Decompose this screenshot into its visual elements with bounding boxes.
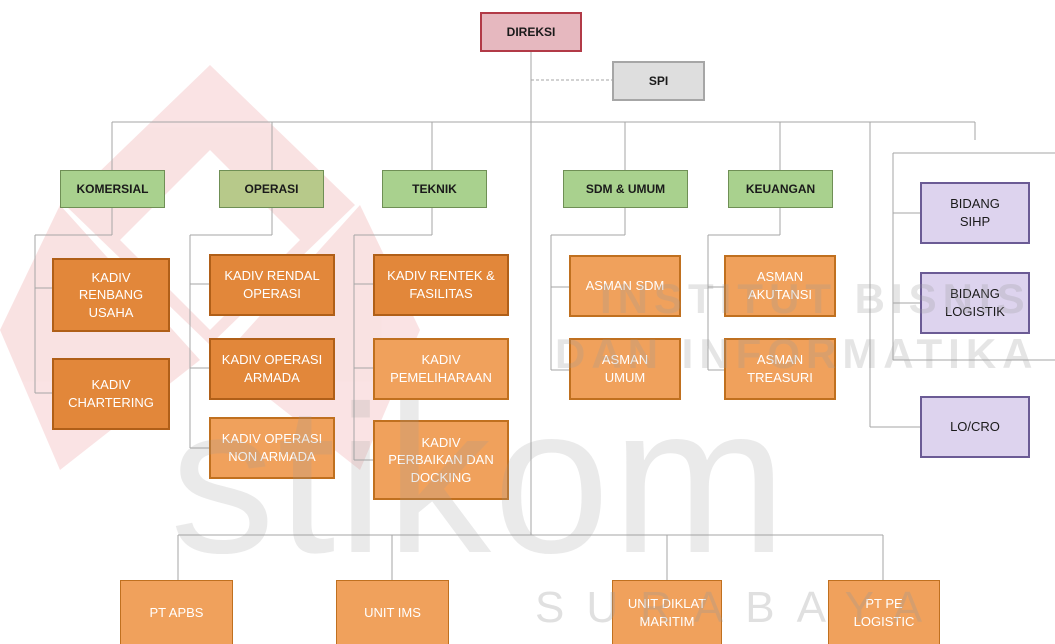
unit-label: UNIT IMS: [364, 604, 421, 620]
division-teknik: TEKNIK: [382, 170, 487, 208]
unit-asman-sdm: ASMAN SDM: [569, 255, 681, 317]
division-label: OPERASI: [244, 181, 299, 196]
unit-label: ASMAN SDM: [585, 278, 665, 294]
spi-box: SPI: [612, 61, 705, 101]
unit-label: ASMAN TREASURI: [747, 352, 813, 385]
division-label: SDM & UMUM: [585, 181, 666, 196]
direksi-label: DIREKSI: [506, 24, 556, 39]
unit-label: PT APBS: [149, 604, 204, 620]
unit-label: ASMAN AKUTANSI: [747, 269, 813, 302]
unit-pt-apbs: PT APBS: [120, 580, 233, 644]
unit-label: PT PE LOGISTIC: [853, 595, 915, 629]
division-keuangan: KEUANGAN: [728, 170, 833, 208]
division-label: KOMERSIAL: [76, 181, 149, 196]
unit-label: KADIV PERBAIKAN DAN DOCKING: [388, 434, 494, 485]
division-sdm-umum: SDM & UMUM: [563, 170, 688, 208]
unit-label: KADIV RENBANG USAHA: [78, 269, 144, 320]
unit-label: KADIV PEMELIHARAAN: [390, 352, 492, 385]
division-operasi: OPERASI: [219, 170, 324, 208]
unit-asman-treasuri: ASMAN TREASURI: [724, 338, 836, 400]
unit-label: KADIV OPERASI ARMADA: [221, 352, 323, 385]
unit-label: KADIV CHARTERING: [68, 377, 154, 410]
unit-kadiv-rentek-fasilitas: KADIV RENTEK & FASILITAS: [373, 254, 509, 316]
unit-kadiv-operasi-non-armada: KADIV OPERASI NON ARMADA: [209, 417, 335, 479]
unit-label: ASMAN UMUM: [601, 352, 649, 385]
division-label: TEKNIK: [412, 181, 457, 196]
unit-asman-umum: ASMAN UMUM: [569, 338, 681, 400]
unit-diklat-maritim: UNIT DIKLAT MARITIM: [612, 580, 722, 644]
spi-label: SPI: [648, 73, 669, 88]
unit-bidang-sihp: BIDANG SIHP: [920, 182, 1030, 244]
unit-kadiv-renbang-usaha: KADIV RENBANG USAHA: [52, 258, 170, 332]
unit-kadiv-perbaikan-docking: KADIV PERBAIKAN DAN DOCKING: [373, 420, 509, 500]
unit-label: UNIT DIKLAT MARITIM: [627, 595, 707, 629]
unit-kadiv-pemeliharaan: KADIV PEMELIHARAAN: [373, 338, 509, 400]
division-komersial: KOMERSIAL: [60, 170, 165, 208]
unit-label: BIDANG LOGISTIK: [945, 286, 1005, 319]
division-label: KEUANGAN: [745, 181, 816, 196]
direksi-box: DIREKSI: [480, 12, 582, 52]
unit-kadiv-operasi-armada: KADIV OPERASI ARMADA: [209, 338, 335, 400]
unit-kadiv-rendal-operasi: KADIV RENDAL OPERASI: [209, 254, 335, 316]
unit-label: KADIV OPERASI NON ARMADA: [221, 431, 323, 464]
unit-kadiv-chartering: KADIV CHARTERING: [52, 358, 170, 430]
unit-label: KADIV RENDAL OPERASI: [224, 268, 320, 301]
unit-asman-akutansi: ASMAN AKUTANSI: [724, 255, 836, 317]
unit-ims: UNIT IMS: [336, 580, 449, 644]
unit-pt-pe-logistic: PT PE LOGISTIC: [828, 580, 940, 644]
unit-label: LO/CRO: [950, 419, 1000, 435]
unit-lo-cro: LO/CRO: [920, 396, 1030, 458]
unit-bidang-logistik: BIDANG LOGISTIK: [920, 272, 1030, 334]
unit-label: KADIV RENTEK & FASILITAS: [387, 268, 495, 301]
unit-label: BIDANG SIHP: [950, 196, 1000, 229]
